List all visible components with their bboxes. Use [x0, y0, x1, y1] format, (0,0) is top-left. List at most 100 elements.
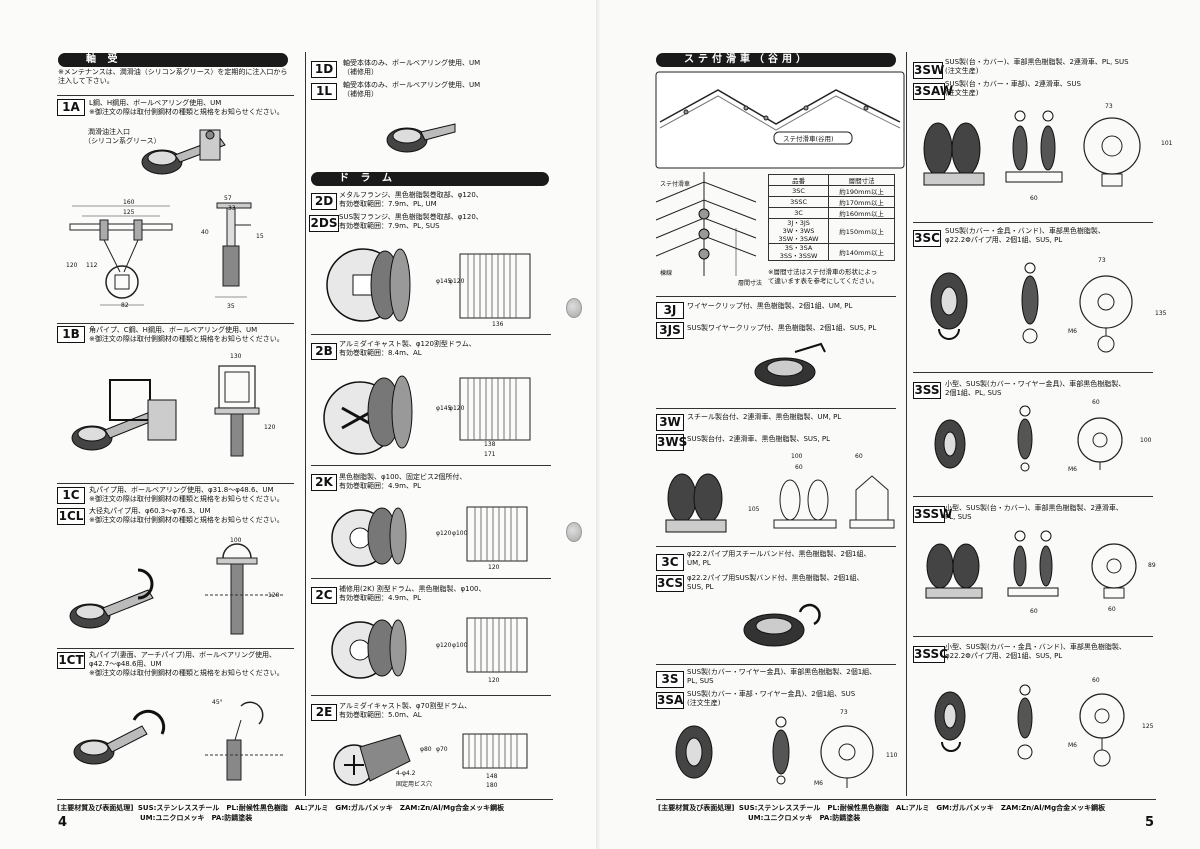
dim-148: 148: [486, 773, 498, 780]
item-desc: 丸パイプ(妻面、アーチパイプ)用、ボールベアリング使用、: [89, 651, 277, 659]
bearing-1A-front-drawing: [69, 205, 173, 306]
item-desc: アルミダイキャスト製、φ70割型ドラム、: [339, 702, 472, 710]
item-desc: SUS製ワイヤークリップ付、黒色樹脂製、2個1組、SUS, PL: [687, 324, 877, 332]
drum-2B-drawing: [459, 377, 531, 441]
item-code-3SC: 3SC: [913, 230, 941, 247]
table-cell: 3J・3JS 3W・3WS 3SW・3SAW: [767, 218, 830, 244]
item-note: （補修用）: [343, 90, 378, 98]
table-cell: 3S・3SA 3SS・3SSW: [767, 243, 830, 261]
dim-171: 171: [484, 451, 496, 458]
lube-label: 潤滑油注入口: [88, 128, 130, 136]
page-number: 4: [58, 815, 68, 830]
legend: [主要材質及び表面処理] SUS:ステンレススチール PL:耐候性黒色樹脂 AL…: [658, 803, 1105, 813]
item-desc: SUS製(カバー・車部・ワイヤー金具)、2個1組、SUS: [687, 690, 856, 698]
divider: [913, 496, 1153, 497]
item-desc: メタルフランジ、黒色樹脂製巻取部、φ120、: [339, 191, 483, 199]
item-desc: 小型、SUS製(カバー・ワイヤー金具)、車部黒色樹脂製、: [945, 380, 1126, 388]
pulley-3SS-drawing: [1077, 417, 1123, 470]
item-code-1C: 1C: [57, 487, 85, 504]
item-note: （補修用）: [343, 68, 378, 76]
bearing-1A-side-drawing: [215, 202, 252, 298]
section-header-pulley: ステ付滑車（谷用）: [656, 53, 896, 67]
divider: [913, 222, 1153, 223]
diagram-label-pulley: ステ付滑車: [660, 181, 691, 188]
section-header-bearing: 軸 受: [58, 53, 288, 67]
pulley-3S-side: [772, 716, 790, 785]
item-code-1D: 1D: [311, 61, 337, 78]
table-note-2: て違います表を参考にしてください。: [768, 277, 879, 285]
legend: [主要材質及び表面処理] SUS:ステンレススチール PL:耐候性黒色樹脂 AL…: [57, 803, 504, 813]
item-code-3SS: 3SS: [913, 382, 941, 399]
drum-2C-drawing: [466, 617, 528, 673]
dim-112: 112: [86, 262, 98, 269]
item-desc-2: 有効巻取範囲：8.4m、AL: [339, 349, 422, 357]
dim-15: 15: [256, 233, 264, 240]
dim-120: 120: [268, 592, 280, 599]
section-title: ド ラ ム: [339, 173, 396, 184]
item-code-3W: 3W: [656, 414, 684, 431]
binder-hole: [566, 522, 582, 542]
dim-125: 125: [123, 209, 135, 216]
drum-2K-illustration: [331, 507, 407, 567]
table-cell: 約170mm以上: [828, 196, 895, 208]
item-desc: SUS製フランジ、黒色樹脂製巻取部、φ120、: [339, 213, 483, 221]
dim-33: 33: [228, 205, 236, 212]
pulley-3J-illustration: [754, 342, 826, 387]
pulley-3SSW-drawing: [1091, 543, 1137, 599]
column-divider: [906, 52, 907, 796]
hole-spec: 4-φ4.2: [396, 770, 416, 777]
section-title: ステ付滑車（谷用）: [684, 54, 810, 65]
dim-60: 60: [1092, 677, 1100, 684]
bearing-1B-side-drawing: [214, 365, 260, 457]
divider: [656, 664, 896, 665]
drum-2D-drawing: [459, 253, 531, 319]
item-note: ※御注文の際は取付側鋼材の種類と規格をお知らせください。: [89, 516, 284, 524]
pulley-3SSC-illustration: [934, 691, 966, 752]
item-desc: φ22.2パイプ用スチールバンド付、黒色樹脂製、2個1組、: [687, 550, 871, 558]
dim-100: 100: [791, 453, 803, 460]
dim-60: 60: [855, 453, 863, 460]
item-code-3SAW: 3SAW: [913, 83, 953, 100]
lube-label-sub: （シリコン系グリース）: [84, 137, 161, 145]
pulley-3SSC-drawing: [1079, 693, 1125, 767]
bearing-1B-illustration: [71, 379, 177, 451]
item-note: (注文生産): [687, 699, 721, 707]
drum-2D-illustration: [326, 248, 411, 322]
item-desc: 大径丸パイプ用、φ60.3〜φ76.3、UM: [89, 507, 211, 515]
drum-2E-illustration: [333, 734, 411, 786]
drum-2K-drawing: [466, 506, 528, 562]
item-code-3CS: 3CS: [656, 575, 684, 592]
item-desc: SUS製(台・カバー・車部)、2連滑車、SUS: [945, 80, 1081, 88]
dim-138: 138: [484, 441, 496, 448]
item-desc: L鋼、H鋼用、ボールベアリング使用、UM: [89, 99, 222, 107]
item-note: ※御注文の際は取付側鋼材の種類と規格をお知らせください。: [89, 495, 284, 503]
pulley-3C-illustration: [743, 603, 821, 647]
divider: [656, 546, 896, 547]
dim-82: 82: [121, 302, 129, 309]
dim-phi145: φ145: [436, 278, 452, 285]
legend-divider: [57, 799, 553, 800]
item-code-2DS: 2DS: [309, 215, 339, 232]
item-code-3SA: 3SA: [656, 692, 684, 709]
item-desc-2: PL, SUS: [945, 513, 972, 521]
illustration-label: ステ付滑車(谷用): [783, 135, 834, 143]
item-desc-2: φ42.7〜φ48.6用、UM: [89, 660, 162, 668]
dim-phi120: φ120: [449, 278, 465, 285]
pulley-3SSW-illustration: [925, 543, 983, 599]
dim-136: 136: [492, 321, 504, 328]
dim-phi120: φ120: [436, 642, 452, 649]
divider: [57, 648, 294, 649]
item-desc: SUS製(カバー・ワイヤー金具)、車部黒色樹脂製、2個1組、: [687, 668, 877, 676]
bearing-1A-illustration: [141, 129, 226, 175]
pulley-3SS-illustration: [934, 419, 966, 469]
item-code-1L: 1L: [311, 83, 337, 100]
item-desc: 角パイプ、C鋼、H鋼用、ボールベアリング使用、UM: [89, 326, 258, 334]
item-desc: SUS製(台・カバー)、車部黒色樹脂製、2連滑車、PL, SUS: [945, 58, 1129, 66]
divider: [311, 465, 551, 466]
item-desc: φ22.2パイプ用SUS製バンド付、黒色樹脂製、2個1組、: [687, 574, 864, 582]
section-header-drum: ド ラ ム: [311, 172, 549, 186]
item-desc-2: φ22.2Φパイプ用、2個1組、SUS, PL: [945, 652, 1063, 660]
hole-spec-label: 固定用ビス穴: [396, 781, 433, 788]
